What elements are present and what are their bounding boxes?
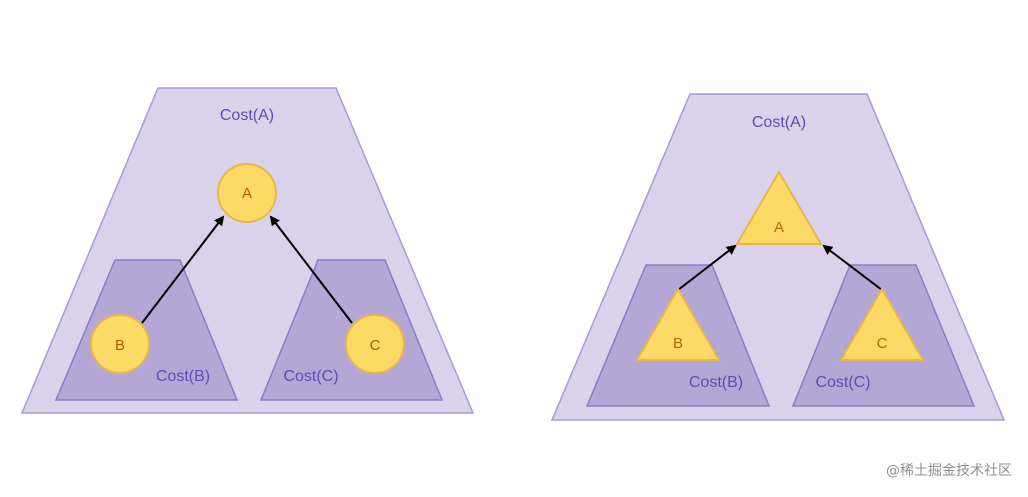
left-node-c-label: C bbox=[370, 337, 381, 354]
right-parent-cost-label: Cost(A) bbox=[752, 114, 806, 131]
right-right-child-cost-label: Cost(C) bbox=[815, 374, 870, 391]
right-node-a-label: A bbox=[774, 219, 784, 236]
right-left-child-cost-label: Cost(B) bbox=[689, 374, 743, 391]
left-left-child-cost-label: Cost(B) bbox=[156, 368, 210, 385]
right-diagram: Cost(A) Cost(B) Cost(C) A B C bbox=[550, 93, 1006, 421]
right-node-b-label: B bbox=[673, 335, 683, 352]
right-node-b-triangle bbox=[635, 287, 721, 361]
left-arrow-b-to-a bbox=[141, 215, 225, 324]
right-node-a-triangle bbox=[735, 170, 823, 245]
right-arrow-c-to-a bbox=[822, 244, 883, 291]
left-node-a-circle bbox=[217, 163, 277, 223]
right-node-c-label: C bbox=[877, 335, 888, 352]
watermark-text: @稀土掘金技术社区 bbox=[886, 463, 1012, 479]
left-node-b-label: B bbox=[115, 337, 125, 354]
left-node-b-circle bbox=[90, 314, 150, 374]
left-node-a-label: A bbox=[242, 185, 252, 202]
left-right-child-cost-label: Cost(C) bbox=[283, 368, 338, 385]
right-node-c-triangle bbox=[839, 287, 925, 361]
right-arrow-b-to-a bbox=[677, 244, 737, 291]
left-parent-cost-label: Cost(A) bbox=[220, 107, 274, 124]
left-node-c-circle bbox=[345, 314, 405, 374]
left-diagram: Cost(A) Cost(B) Cost(C) A B C bbox=[20, 87, 475, 414]
left-arrow-c-to-a bbox=[269, 215, 353, 324]
